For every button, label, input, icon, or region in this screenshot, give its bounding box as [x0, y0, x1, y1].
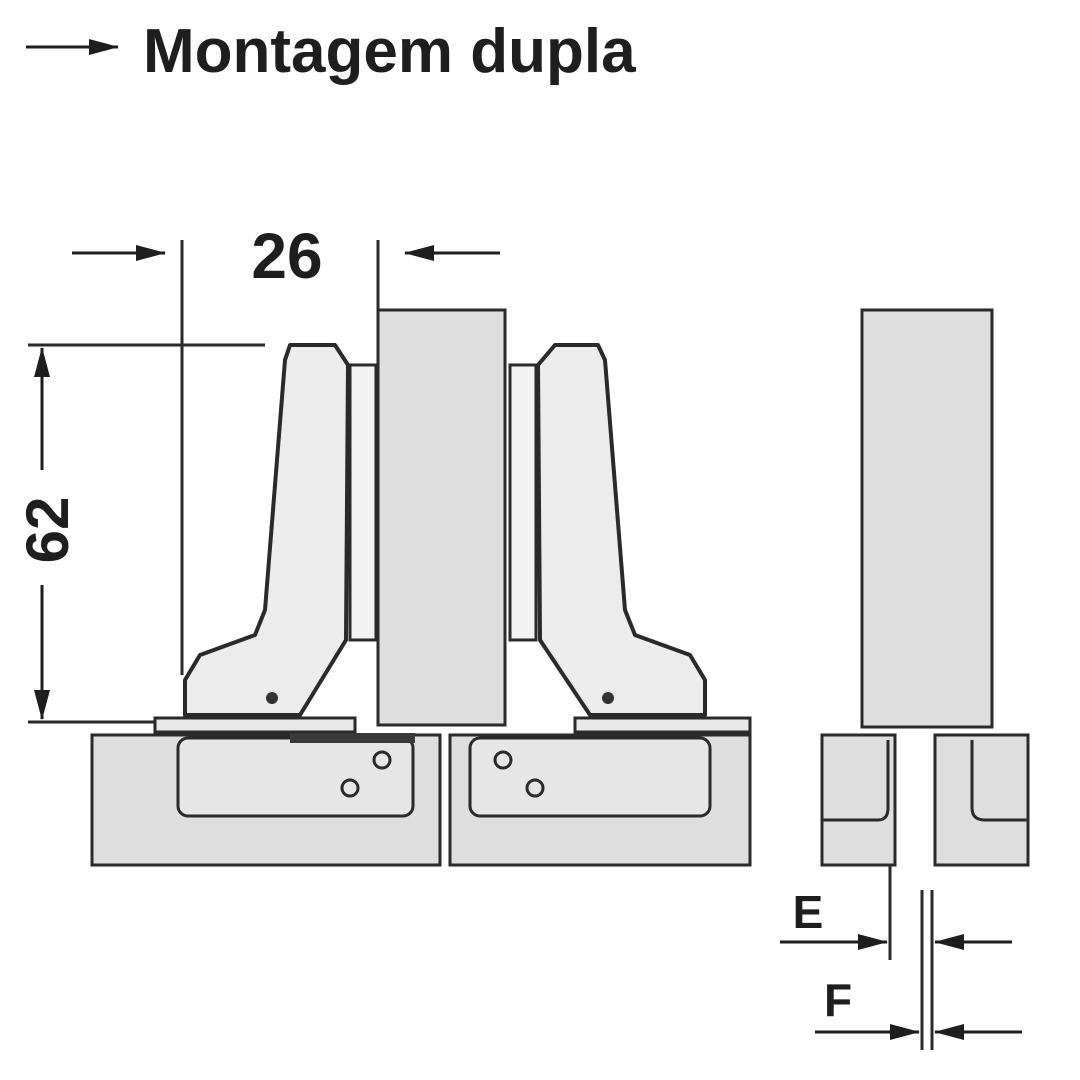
title: Montagem dupla: [26, 17, 636, 86]
right-hinge-side: [508, 363, 538, 642]
left-base-plate: [290, 733, 415, 743]
left-hinge-side: [348, 363, 378, 642]
screw-hole: [340, 778, 360, 798]
right-mounting-plate: [573, 716, 752, 734]
screw-hole: [525, 778, 545, 798]
e-label: E: [793, 886, 824, 938]
left-mounting-plate: [153, 716, 357, 734]
side-right-panel: [933, 733, 1030, 867]
hinge-pivot: [266, 692, 278, 704]
side-door-panel: [860, 308, 994, 729]
title-text: Montagem dupla: [143, 17, 636, 86]
left-hinge-cup: [176, 736, 415, 818]
height-dimension: 62: [14, 343, 265, 724]
right-hinge-arm: [536, 343, 707, 717]
center-door-panel: [376, 308, 507, 727]
left-hinge-arm: [183, 343, 350, 717]
hinge-pivot: [602, 692, 614, 704]
width-dimension: 26: [72, 220, 500, 675]
right-hinge-cup: [468, 736, 712, 818]
height-label: 62: [14, 497, 81, 564]
screw-hole: [372, 750, 392, 770]
screw-hole: [493, 750, 513, 770]
side-left-panel: [820, 733, 897, 867]
e-f-dimension: E F: [780, 865, 1022, 1050]
f-label: F: [824, 974, 852, 1026]
width-label: 26: [251, 220, 322, 292]
